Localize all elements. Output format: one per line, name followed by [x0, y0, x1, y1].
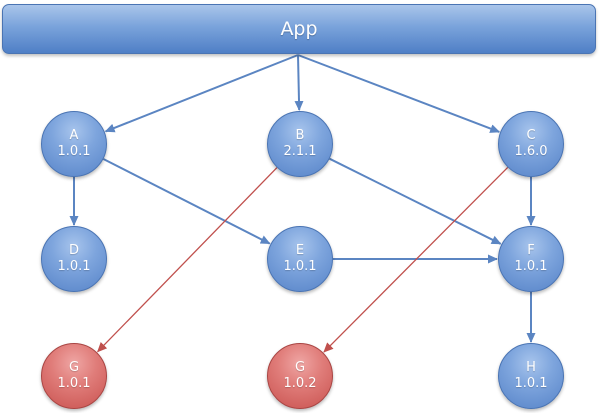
package-node-f: F 1.0.1 — [498, 226, 564, 292]
package-node-b: B 2.1.1 — [267, 111, 333, 177]
package-version: 1.0.1 — [514, 376, 548, 391]
package-name: F — [527, 243, 535, 258]
edge-a-to-e — [102, 158, 271, 245]
package-node-c: C 1.6.0 — [498, 111, 564, 177]
package-name: E — [295, 243, 305, 258]
edge-c-to-g2 — [323, 166, 509, 353]
package-version: 1.6.0 — [514, 144, 548, 159]
package-name: G — [68, 360, 80, 375]
package-version: 1.0.1 — [57, 376, 91, 391]
package-node-e: E 1.0.1 — [267, 226, 333, 292]
package-name: H — [526, 360, 536, 375]
package-version: 1.0.1 — [283, 259, 317, 274]
package-name: D — [68, 243, 79, 258]
edge-b-to-f — [329, 157, 502, 245]
package-version: 1.0.2 — [283, 376, 317, 391]
edge-app-to-c — [297, 54, 501, 133]
package-node-h: H 1.0.1 — [498, 343, 564, 409]
edge-b-to-g1 — [97, 167, 278, 353]
package-node-g-conflict: G 1.0.2 — [267, 343, 333, 409]
package-version: 1.0.1 — [57, 144, 91, 159]
edge-app-to-b — [294, 54, 304, 111]
package-node-d: D 1.0.1 — [41, 226, 107, 292]
package-version: 1.0.1 — [514, 259, 548, 274]
package-version: 1.0.1 — [57, 259, 91, 274]
edge-app-to-a — [104, 54, 299, 133]
package-name: G — [294, 360, 306, 375]
package-version: 2.1.1 — [283, 144, 317, 159]
package-name: B — [295, 128, 305, 143]
app-root-bar: App — [2, 4, 596, 54]
package-node-a: A 1.0.1 — [41, 111, 107, 177]
package-node-g-conflict: G 1.0.1 — [41, 343, 107, 409]
package-name: A — [69, 128, 79, 143]
package-name: C — [526, 128, 536, 143]
